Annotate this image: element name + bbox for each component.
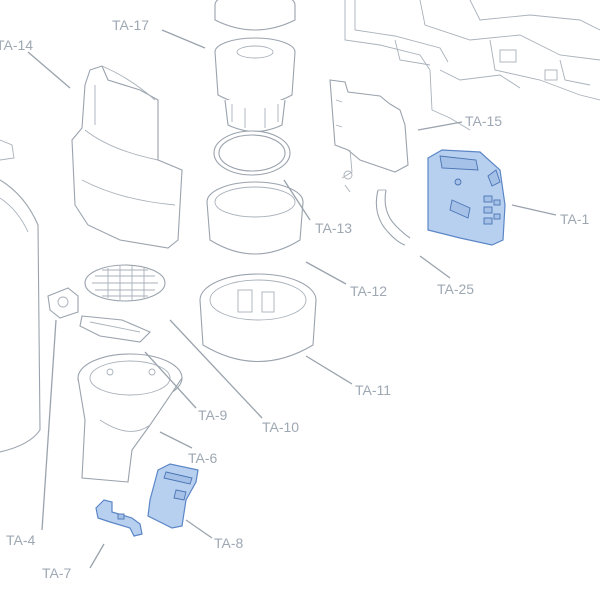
label-ta-6: TA-6: [188, 450, 218, 466]
small-plate: [47, 287, 79, 319]
ta-7-clip-highlighted: [95, 499, 143, 537]
leader-lines: [27, 29, 557, 569]
oval-ring: [206, 181, 304, 255]
label-ta-15: TA-15: [465, 113, 502, 129]
flat-gasket: [79, 315, 151, 343]
label-ta-10: TA-10: [262, 419, 299, 435]
label-ta-12: TA-12: [350, 283, 387, 299]
bucket: [199, 273, 317, 363]
label-ta-4: TA-4: [6, 532, 36, 548]
label-ta-25: TA-25: [437, 281, 474, 297]
ta-1-module-highlighted: [427, 149, 506, 246]
label-ta-1: TA-1: [560, 211, 590, 227]
label-ta-13: TA-13: [315, 220, 352, 236]
label-ta-14: TA-14: [0, 37, 33, 53]
label-ta-17: TA-17: [112, 17, 149, 33]
left-housing: [0, 139, 41, 453]
cover-shell: [71, 65, 183, 249]
frame-assembly: [344, 0, 600, 131]
label-ta-7: TA-7: [42, 565, 72, 581]
bracket-plate: [329, 79, 409, 193]
label-ta-9: TA-9: [198, 407, 228, 423]
motor-assembly: [214, 0, 296, 133]
gasket-ring: [213, 130, 291, 176]
ta-8-bracket-highlighted: [147, 463, 199, 529]
hose: [375, 189, 411, 246]
funnel-housing: [77, 353, 183, 483]
label-ta-11: TA-11: [355, 382, 391, 398]
label-ta-8: TA-8: [214, 535, 244, 551]
grate: [84, 264, 166, 302]
part-labels: TA-14 TA-17 TA-15 TA-1 TA-13 TA-12 TA-25…: [0, 17, 590, 581]
